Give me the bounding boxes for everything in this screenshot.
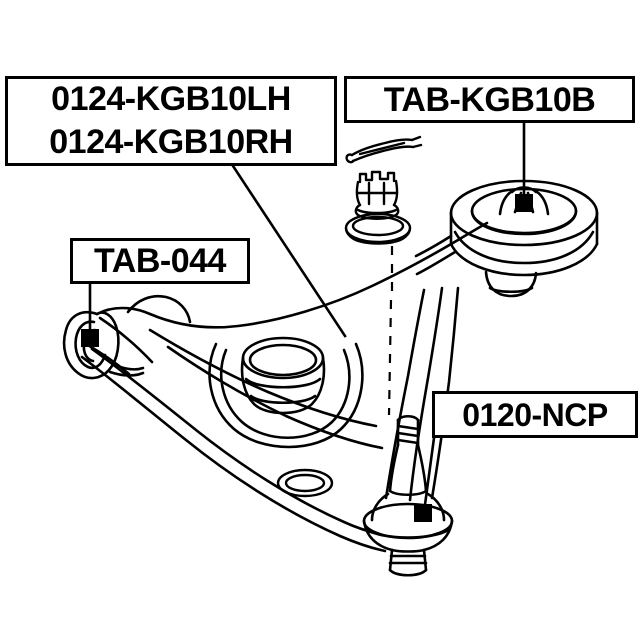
marker-front-bushing — [81, 329, 99, 347]
washer-ring — [344, 212, 412, 245]
arm-hole — [276, 468, 334, 498]
leader-control-arm — [231, 164, 347, 338]
front-bushing — [62, 310, 145, 380]
leader-ball-joint — [422, 436, 436, 514]
leader-lines — [88, 120, 526, 514]
castle-nut — [354, 170, 400, 220]
ball-joint — [362, 414, 454, 577]
cotter-pin — [345, 135, 423, 164]
marker-ball-joint — [414, 504, 432, 522]
part-number-0124-lh: 0124-KGB10LH — [51, 80, 291, 118]
part-number-0120-ncp: 0120-NCP — [462, 396, 608, 433]
leader-markers — [81, 194, 533, 522]
part-label-rear-bushing[interactable]: TAB-KGB10B — [344, 76, 635, 123]
part-label-front-bushing[interactable]: TAB-044 — [70, 238, 250, 284]
part-number-0124-rh: 0124-KGB10RH — [49, 123, 293, 161]
part-number-tab-kgb10b: TAB-KGB10B — [383, 80, 596, 119]
marker-rear-bushing — [515, 194, 533, 212]
center-line — [387, 246, 394, 416]
part-label-control-arm[interactable]: 0124-KGB10LH 0124-KGB10RH — [5, 76, 337, 166]
ball-joint-seat-boss — [208, 336, 364, 449]
rear-bushing — [414, 179, 599, 298]
part-number-tab-044: TAB-044 — [94, 242, 226, 280]
part-label-ball-joint[interactable]: 0120-NCP — [432, 391, 638, 438]
